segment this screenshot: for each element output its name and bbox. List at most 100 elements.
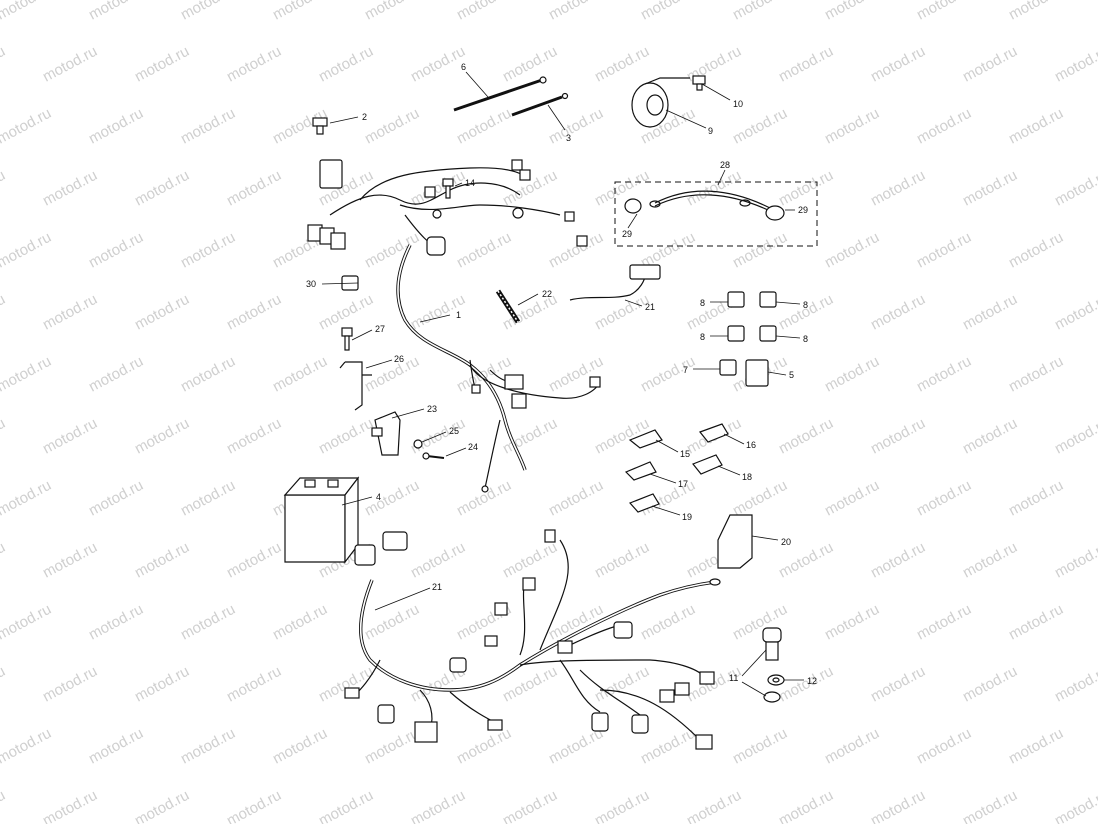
callout-7: 7	[683, 365, 688, 375]
watermark-text: motod.ru	[914, 0, 974, 24]
watermark-text: motod.ru	[960, 167, 1020, 210]
watermark-text: motod.ru	[500, 787, 560, 824]
watermark-text: motod.ru	[1006, 601, 1066, 644]
watermark-text: motod.ru	[868, 787, 928, 824]
watermark-text: motod.ru	[546, 353, 606, 396]
watermark-text: motod.ru	[500, 539, 560, 582]
watermark-text: motod.ru	[776, 787, 836, 824]
watermark-text: motod.ru	[40, 43, 100, 86]
watermark-text: motod.ru	[730, 105, 790, 148]
watermark-text: motod.ru	[960, 539, 1020, 582]
callout-20: 20	[781, 537, 791, 547]
watermark-text: motod.ru	[730, 229, 790, 272]
watermark-text: motod.ru	[868, 43, 928, 86]
watermark-text: motod.ru	[178, 725, 238, 768]
callout-8d: 8	[803, 334, 808, 344]
watermark-text: motod.ru	[0, 601, 54, 644]
callout-9: 9	[708, 126, 713, 136]
watermark-text: motod.ru	[316, 291, 376, 334]
watermark-text: motod.ru	[0, 229, 54, 272]
relay-part-8-b	[759, 291, 777, 308]
callout-8a: 8	[700, 298, 705, 308]
relay-part-5	[745, 359, 769, 387]
watermark-text: motod.ru	[40, 539, 100, 582]
horn-part-9	[631, 77, 690, 128]
watermark-text: motod.ru	[454, 0, 514, 24]
watermark-text: motod.ru	[1006, 0, 1066, 24]
callout-4: 4	[376, 492, 381, 502]
watermark-text: motod.ru	[1052, 663, 1098, 706]
callout-21-upper: 21	[645, 302, 655, 312]
watermark-text: motod.ru	[684, 167, 744, 210]
callout-27: 27	[375, 324, 385, 334]
watermark-text: motod.ru	[546, 105, 606, 148]
callout-2: 2	[362, 112, 367, 122]
watermark-text: motod.ru	[500, 663, 560, 706]
callout-16: 16	[746, 440, 756, 450]
relay-part-8-c	[727, 325, 745, 342]
callout-10: 10	[733, 99, 743, 109]
watermark-text: motod.ru	[86, 477, 146, 520]
callout-30: 30	[306, 279, 316, 289]
callout-19: 19	[682, 512, 692, 522]
bolt-part-24	[422, 452, 445, 460]
watermark-text: motod.ru	[86, 0, 146, 24]
watermark-text: motod.ru	[454, 725, 514, 768]
callout-28: 28	[720, 160, 730, 170]
callout-21-lower: 21	[432, 582, 442, 592]
callout-6: 6	[461, 62, 466, 72]
callout-5: 5	[789, 370, 794, 380]
watermark-text: motod.ru	[362, 229, 422, 272]
watermark-text: motod.ru	[270, 353, 330, 396]
watermark-text: motod.ru	[270, 0, 330, 24]
watermark-text: motod.ru	[1006, 105, 1066, 148]
watermark-text: motod.ru	[1052, 43, 1098, 86]
watermark-text: motod.ru	[960, 43, 1020, 86]
watermark-text: motod.ru	[224, 787, 284, 824]
watermark-text: motod.ru	[40, 415, 100, 458]
watermark-text: motod.ru	[822, 477, 882, 520]
watermark-text: motod.ru	[0, 291, 8, 334]
watermark-text: motod.ru	[0, 0, 54, 24]
callout-8b: 8	[803, 300, 808, 310]
callout-3: 3	[566, 133, 571, 143]
callout-17: 17	[678, 479, 688, 489]
watermark-text: motod.ru	[960, 415, 1020, 458]
watermark-text: motod.ru	[0, 477, 54, 520]
watermark-text: motod.ru	[362, 0, 422, 24]
watermark-text: motod.ru	[0, 415, 8, 458]
watermark-text: motod.ru	[592, 167, 652, 210]
callout-11: 11	[729, 673, 738, 683]
watermark-text: motod.ru	[132, 415, 192, 458]
watermark-text: motod.ru	[638, 601, 698, 644]
watermark-text: motod.ru	[454, 477, 514, 520]
watermark-text: motod.ru	[224, 291, 284, 334]
watermark-text: motod.ru	[132, 663, 192, 706]
main-wiring-harness	[307, 159, 601, 493]
spring-part-22	[495, 289, 521, 324]
watermark-text: motod.ru	[730, 477, 790, 520]
watermark-text: motod.ru	[86, 725, 146, 768]
watermark-text: motod.ru	[914, 725, 974, 768]
watermark-text: motod.ru	[868, 167, 928, 210]
watermark-text: motod.ru	[1052, 291, 1098, 334]
watermark-text: motod.ru	[822, 353, 882, 396]
watermark-text: motod.ru	[224, 415, 284, 458]
watermark-text: motod.ru	[0, 539, 8, 582]
fuse-part-18	[692, 454, 723, 475]
watermark-text: motod.ru	[0, 663, 8, 706]
watermark-text: motod.ru	[408, 43, 468, 86]
watermark-text: motod.ru	[776, 415, 836, 458]
bolt-part-27	[341, 327, 353, 351]
watermark-text: motod.ru	[362, 725, 422, 768]
watermark-text: motod.ru	[362, 105, 422, 148]
watermark-text: motod.ru	[0, 105, 54, 148]
watermark-text: motod.ru	[868, 663, 928, 706]
watermark-text: motod.ru	[362, 601, 422, 644]
sub-harness-part-21-lower	[344, 529, 721, 750]
callout-22: 22	[542, 289, 552, 299]
watermark-text: motod.ru	[914, 229, 974, 272]
watermark-text: motod.ru	[1052, 539, 1098, 582]
watermark-text: motod.ru	[822, 725, 882, 768]
watermark-text: motod.ru	[178, 105, 238, 148]
